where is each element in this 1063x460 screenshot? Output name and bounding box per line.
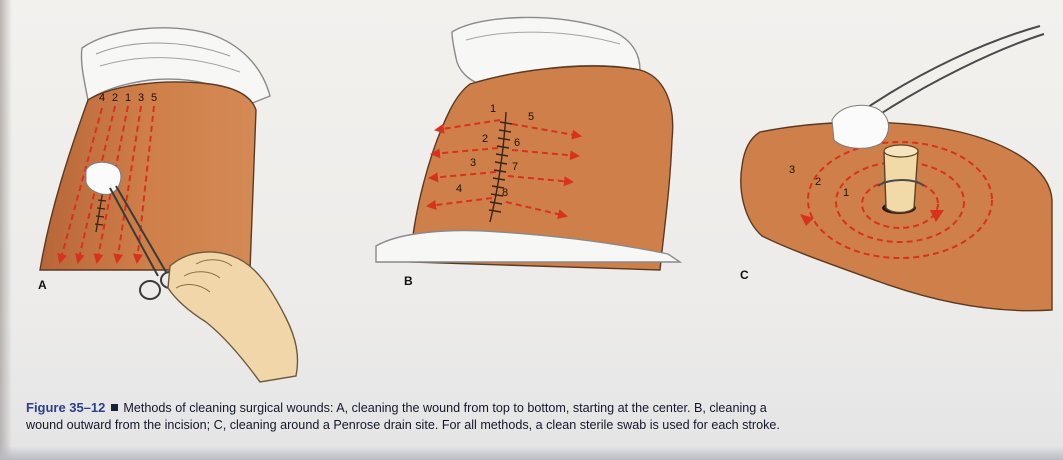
panel-b-label: B	[404, 274, 413, 288]
figure-illustration: 4 2 1 3 5	[0, 0, 1063, 395]
panel-b-number-6: 6	[514, 137, 520, 149]
panel-b-number-7: 7	[512, 161, 518, 173]
panel-a-label: A	[38, 278, 47, 292]
caption-text-1: Methods of cleaning surgical wounds: A, …	[123, 401, 766, 415]
caption-line-1: Figure 35–12 Methods of cleaning surgical…	[26, 399, 1046, 417]
panel-b-number-5: 5	[528, 111, 534, 123]
panel-a-number-2: 2	[112, 92, 118, 104]
panel-a-gloved-hand	[168, 252, 298, 382]
panel-b-number-1: 1	[490, 103, 496, 115]
panel-b-number-3: 3	[470, 157, 476, 169]
panel-c-number-3: 3	[789, 164, 795, 176]
panel-a-number-3: 3	[138, 92, 144, 104]
panel-c-number-2: 2	[815, 176, 821, 188]
panel-b-number-2: 2	[482, 133, 488, 145]
panel-a-number-1: 1	[125, 92, 131, 104]
caption-square-icon	[111, 404, 118, 411]
panel-b-number-8: 8	[502, 187, 508, 199]
page-shadow-bottom	[0, 446, 1063, 460]
panel-a-number-5: 5	[151, 92, 157, 104]
panel-c-swab	[832, 105, 889, 148]
figure-label: Figure	[26, 400, 66, 415]
figure-caption: Figure 35–12 Methods of cleaning surgical…	[26, 399, 1046, 434]
panel-c-number-1: 1	[843, 187, 849, 199]
panel-c-label: C	[740, 268, 749, 282]
figure-number: 35–12	[69, 400, 105, 415]
caption-line-2: wound outward from the incision; C, clea…	[26, 417, 1046, 434]
panel-a-number-4: 4	[99, 92, 105, 104]
panel-a-drawing: 4 2 1 3 5	[40, 28, 298, 382]
panel-a-swab	[86, 162, 121, 194]
panel-b-drawing: 1 5 2 6 3 7 4 8	[376, 17, 680, 270]
panel-c-drawing: 3 2 1	[741, 26, 1052, 311]
panel-b-number-4: 4	[456, 183, 462, 195]
